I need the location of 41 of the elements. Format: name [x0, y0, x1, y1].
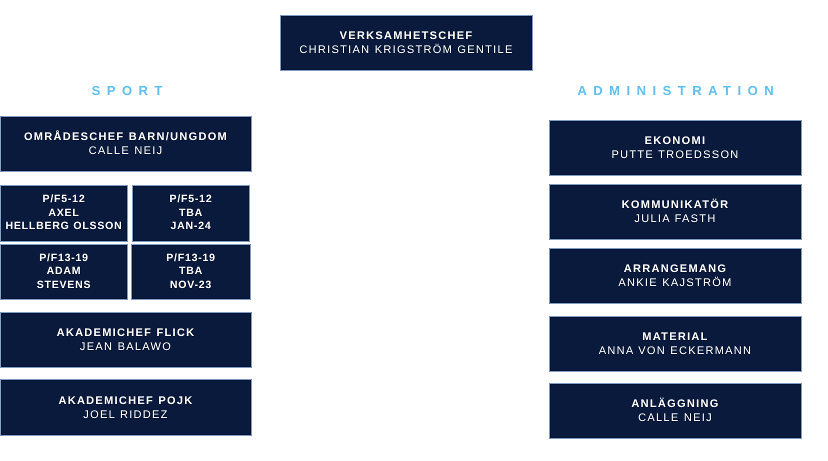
holder-name: JULIA FASTH — [634, 212, 717, 226]
position-box — [549, 120, 802, 176]
holder-name: TBA JAN-24 — [170, 206, 212, 234]
holder-name: CALLE NEIJ — [88, 144, 164, 158]
position-box — [0, 185, 128, 242]
position-box — [0, 244, 128, 300]
section-heading: SPORT — [90, 82, 169, 100]
position-box — [0, 116, 252, 172]
role-title: P/F13-19 — [39, 252, 89, 266]
position-box — [0, 312, 252, 368]
role-title: OMRÅDESCHEF BARN/UNGDOM — [24, 130, 228, 144]
role-title: VERKSAMHETSCHEF — [340, 29, 474, 43]
position-box — [280, 15, 533, 71]
holder-name: JEAN BALAWO — [80, 340, 172, 354]
role-title: ARRANGEMANG — [624, 262, 728, 276]
holder-name: CHRISTIAN KRIGSTRÖM GENTILE — [299, 43, 514, 57]
section-heading: ADMINISTRATION — [576, 82, 780, 100]
holder-name: CALLE NEIJ — [638, 411, 713, 425]
position-box — [549, 184, 802, 240]
holder-name: JOEL RIDDEZ — [83, 408, 169, 422]
position-box — [549, 316, 802, 372]
position-box — [549, 383, 802, 439]
position-box — [549, 248, 802, 304]
holder-name: PUTTE TROEDSSON — [611, 148, 740, 162]
position-box — [132, 185, 250, 242]
role-title: MATERIAL — [642, 330, 709, 344]
role-title: AKADEMICHEF POJK — [58, 394, 194, 408]
role-title: AKADEMICHEF FLICK — [56, 326, 196, 340]
role-title: P/F5-12 — [42, 193, 86, 207]
role-title: P/F13-19 — [166, 252, 216, 266]
role-title: EKONOMI — [644, 134, 706, 148]
holder-name: ADAM STEVENS — [36, 265, 92, 292]
role-title: P/F5-12 — [170, 193, 212, 207]
holder-name: ANNA VON ECKERMANN — [598, 344, 752, 358]
holder-name: AXEL HELLBERG OLSSON — [5, 206, 122, 234]
role-title: KOMMUNIKATÖR — [622, 198, 730, 212]
role-title: ANLÄGGNING — [631, 397, 720, 411]
holder-name: ANKIE KAJSTRÖM — [618, 276, 733, 290]
position-box — [0, 379, 252, 436]
holder-name: TBA NOV-23 — [170, 265, 212, 292]
position-box — [131, 244, 251, 300]
